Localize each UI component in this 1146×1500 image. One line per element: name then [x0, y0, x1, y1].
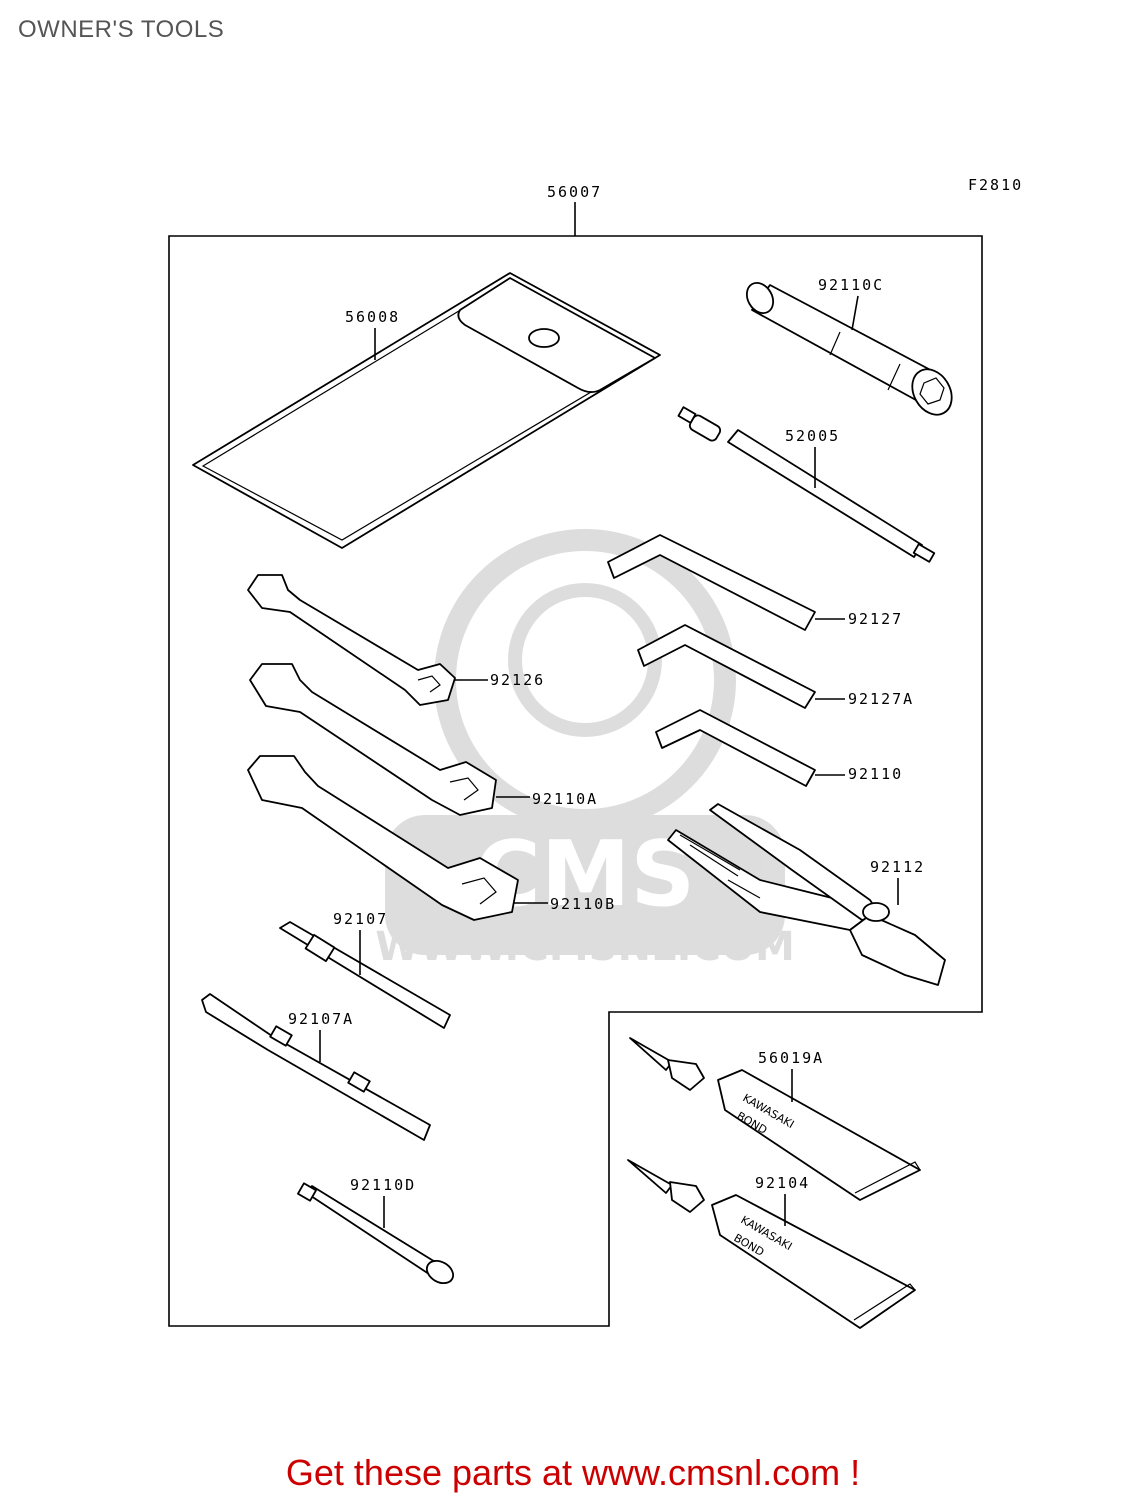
screwdriver-grip: [201, 993, 431, 1141]
bond-tube-2: KAWASAKI BOND: [627, 1159, 916, 1329]
label-pliers: 92112: [870, 858, 925, 876]
wrench-small: [247, 574, 456, 706]
wrench-large: [247, 755, 519, 921]
watermark-text: WWW.CMSNL.COM: [375, 924, 795, 970]
hex-wrench-large: [607, 534, 816, 631]
bond-tube-1: KAWASAKI BOND: [629, 1037, 921, 1201]
screwdriver-bit: [279, 921, 451, 1029]
label-spoke-wrench: 92110D: [350, 1176, 416, 1194]
label-screwdriver-grip: 92107A: [288, 1010, 354, 1028]
label-handle: 52005: [785, 427, 840, 445]
footer-link[interactable]: Get these parts at www.cmsnl.com !: [285, 1452, 861, 1493]
spoke-wrench: [297, 1182, 455, 1285]
label-bond-tube-2: 92104: [755, 1174, 810, 1192]
kit-boundary: [168, 235, 983, 1327]
label-bond-tube-1: 56019A: [758, 1049, 824, 1067]
figure-code: F2810: [968, 176, 1023, 194]
label-hex-wrench-small: 92110: [848, 765, 903, 783]
label-kit: 56007: [547, 183, 602, 201]
label-hex-wrench-medium: 92127A: [848, 690, 914, 708]
hex-wrench-medium: [637, 624, 816, 709]
pliers: [667, 803, 946, 986]
hex-wrench-small: [655, 709, 816, 787]
tool-pouch: [192, 272, 661, 549]
page-title: OWNER'S TOOLS: [18, 16, 225, 43]
label-wrench-small: 92126: [490, 671, 545, 689]
wrench-medium: [249, 663, 497, 816]
label-screwdriver-bit: 92107: [333, 910, 388, 928]
label-wrench-medium: 92110A: [532, 790, 598, 808]
label-wrench-large: 92110B: [550, 895, 616, 913]
label-plug-wrench: 92110C: [818, 276, 884, 294]
label-hex-wrench-large: 92127: [848, 610, 903, 628]
plug-wrench: [745, 282, 953, 416]
handle-bar: [677, 406, 936, 563]
label-pouch: 56008: [345, 308, 400, 326]
